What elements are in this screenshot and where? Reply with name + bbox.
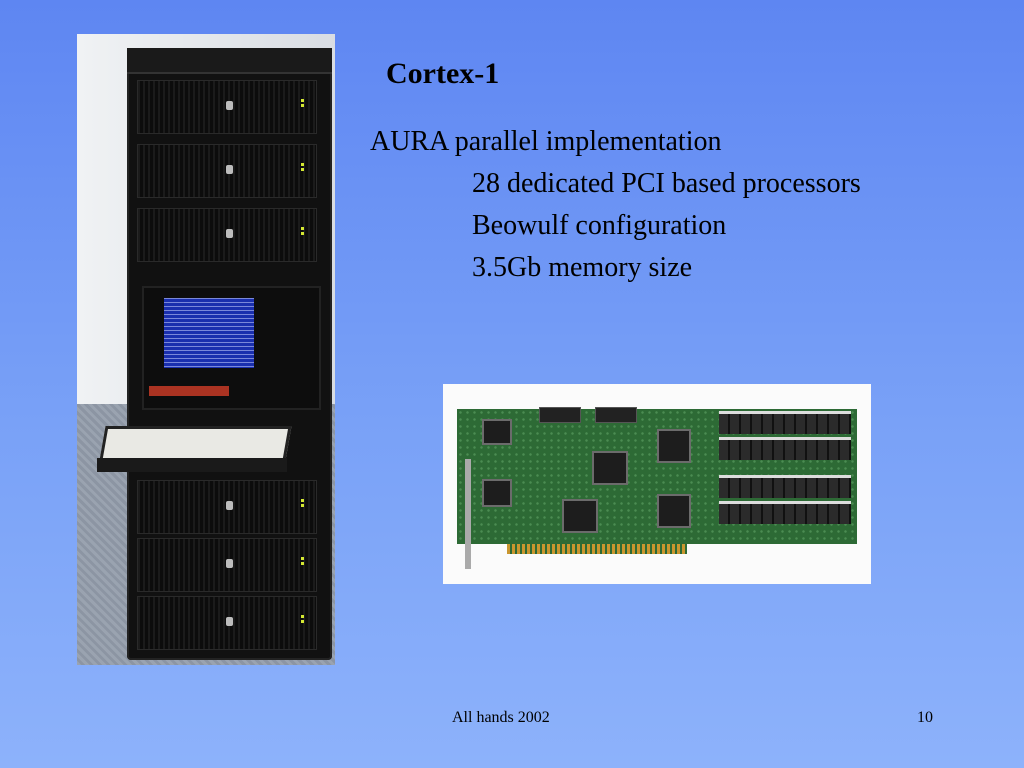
page-number: 10	[917, 709, 933, 726]
status-led-icon	[301, 227, 304, 230]
bullet-item-sub: 3.5Gb memory size	[472, 252, 693, 283]
memory-module	[719, 475, 851, 498]
key-lock-icon	[226, 501, 233, 510]
rack-server-unit	[137, 80, 317, 134]
status-led-icon	[301, 499, 304, 502]
key-lock-icon	[226, 559, 233, 568]
rack-cabinet	[97, 48, 332, 660]
bullet-item-sub: 28 dedicated PCI based processors	[472, 168, 861, 199]
processor-chip	[657, 429, 691, 463]
processor-chip	[592, 451, 628, 485]
status-led-icon	[301, 557, 304, 560]
rack-server-unit	[137, 144, 317, 198]
memory-module	[719, 411, 851, 434]
pci-edge-connector	[507, 544, 687, 554]
key-lock-icon	[226, 229, 233, 238]
circuit-board	[457, 407, 857, 569]
processor-chip	[482, 479, 512, 507]
bullet-item-sub: Beowulf configuration	[472, 210, 727, 241]
board-connector	[539, 407, 581, 423]
status-led-icon	[301, 163, 304, 166]
rack-cluster-photo	[77, 34, 335, 665]
pci-board-photo	[443, 384, 871, 584]
rack-server-unit	[137, 596, 317, 650]
rack-top-panel	[127, 48, 332, 74]
key-lock-icon	[226, 165, 233, 174]
rack-server-unit	[137, 538, 317, 592]
rack-server-unit	[137, 208, 317, 262]
rack-server-unit	[137, 480, 317, 534]
status-led-icon	[301, 99, 304, 102]
bullet-item: AURA parallel implementation	[370, 126, 722, 157]
status-led-icon	[301, 615, 304, 618]
memory-module	[719, 501, 851, 524]
key-lock-icon	[226, 617, 233, 626]
processor-chip	[482, 419, 512, 445]
memory-module	[719, 437, 851, 460]
board-connector	[595, 407, 637, 423]
slide-title: Cortex-1	[386, 57, 500, 90]
board-bracket	[465, 459, 471, 569]
keyboard-tray	[97, 458, 287, 472]
bullet-list: AURA parallel implementation 28 dedicate…	[370, 121, 861, 289]
footer-text: All hands 2002	[452, 709, 550, 726]
processor-chip	[657, 494, 691, 528]
processor-chip	[562, 499, 598, 533]
key-lock-icon	[226, 101, 233, 110]
rack-monitor	[142, 286, 321, 410]
terminal-screen	[164, 298, 254, 368]
console-brand-strip	[149, 386, 229, 396]
